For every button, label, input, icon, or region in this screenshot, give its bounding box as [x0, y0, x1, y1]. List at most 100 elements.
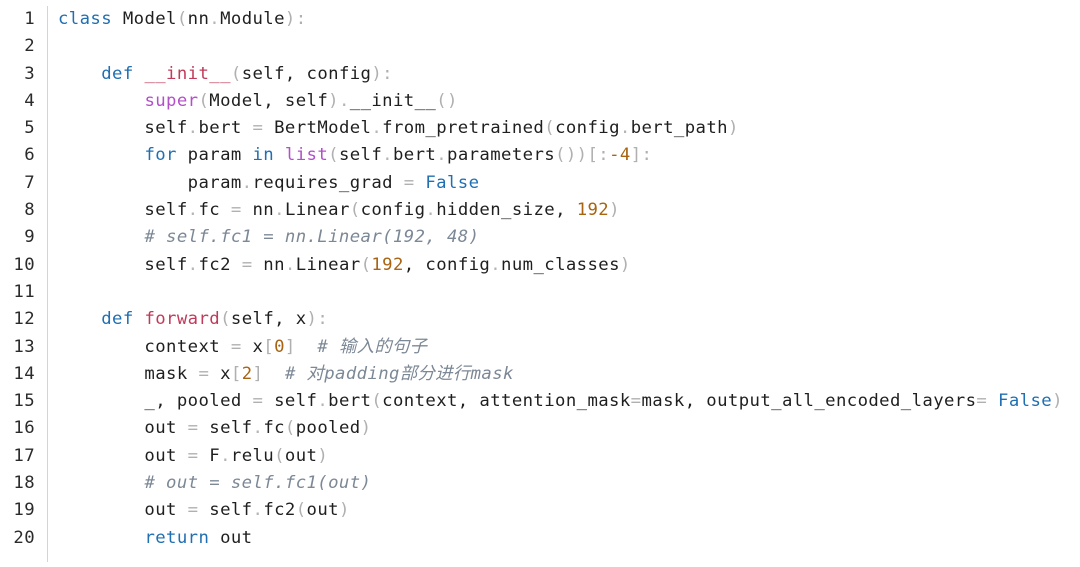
code-token: Module — [220, 9, 285, 29]
code-token: self — [338, 145, 383, 166]
code-token — [987, 391, 998, 411]
code-token: . — [436, 145, 448, 166]
code-token: () — [436, 90, 458, 111]
code-token — [58, 91, 144, 111]
code-token: return — [144, 527, 210, 548]
code-token: self — [58, 118, 188, 139]
code-token: nn — [187, 9, 210, 29]
code-token: . — [425, 200, 437, 221]
line-number: 19 — [13, 500, 35, 521]
code-line[interactable]: mask = x[2] # 对padding部分进行mask — [58, 361, 1080, 388]
code-line[interactable]: out = self.fc2(out) — [58, 497, 1080, 524]
code-token: ( — [274, 445, 285, 466]
code-token: ) — [328, 90, 339, 111]
code-token: . — [284, 254, 296, 275]
code-token: Linear — [284, 200, 350, 221]
code-token: # 对padding部分进行mask — [284, 363, 514, 384]
code-token: self — [58, 254, 188, 275]
code-token: . — [252, 500, 264, 521]
code-token: parameters — [447, 145, 556, 166]
code-token: ( — [349, 200, 361, 221]
code-token: context, attention_mask — [382, 391, 631, 412]
code-token: class — [58, 9, 113, 29]
code-token — [134, 309, 145, 329]
code-token: _, pooled — [58, 391, 253, 412]
code-line[interactable]: self.fc2 = nn.Linear(192, config.num_cla… — [58, 252, 1080, 279]
code-line[interactable]: def __init__(self, config): — [58, 61, 1080, 88]
code-token: bert — [328, 391, 372, 412]
code-token: . — [317, 391, 329, 412]
line-number: 13 — [13, 336, 35, 357]
code-token: Linear — [295, 254, 361, 275]
code-token: BertModel — [263, 118, 372, 139]
code-token: from_pretrained — [382, 118, 545, 139]
code-token: fc — [198, 200, 231, 221]
code-token: self, x — [230, 309, 307, 330]
code-token: -4 — [609, 145, 631, 166]
code-token: self — [58, 200, 188, 221]
code-token: hidden_size, — [436, 200, 577, 221]
code-token: # 输入的句子 — [317, 336, 428, 357]
code-token: = — [976, 391, 988, 412]
code-line[interactable]: param.requires_grad = False — [58, 170, 1080, 197]
code-token: in — [252, 145, 275, 166]
code-line[interactable]: super(Model, self).__init__() — [58, 88, 1080, 115]
code-token: 192 — [371, 254, 404, 275]
code-token: = — [187, 418, 199, 439]
code-line[interactable]: # self.fc1 = nn.Linear(192, 48) — [58, 224, 1080, 251]
code-line[interactable]: class Model(nn.Module): — [58, 6, 1080, 33]
code-token: . — [382, 145, 393, 166]
code-token: , config — [403, 254, 491, 275]
code-line[interactable]: out = self.fc(pooled) — [58, 415, 1080, 442]
code-line[interactable]: def forward(self, x): — [58, 306, 1080, 333]
code-token: = — [630, 391, 642, 412]
code-token: [ — [230, 363, 242, 384]
code-token: mask — [58, 363, 199, 384]
code-line[interactable] — [58, 279, 1080, 306]
code-token: ( — [284, 418, 296, 439]
code-token: ): — [284, 9, 307, 29]
line-number: 17 — [13, 445, 35, 466]
code-token: out — [58, 500, 188, 521]
code-token: . — [220, 445, 231, 466]
code-line[interactable] — [58, 33, 1080, 60]
code-token: fc2 — [198, 254, 242, 275]
code-token: relu — [230, 445, 275, 466]
code-line[interactable]: return out — [58, 525, 1080, 552]
code-line[interactable]: for param in list(self.bert.parameters()… — [58, 142, 1080, 169]
code-token: nn — [241, 200, 275, 221]
code-line[interactable]: out = F.relu(out) — [58, 443, 1080, 470]
code-line[interactable]: # out = self.fc1(out) — [58, 470, 1080, 497]
line-number: 20 — [13, 527, 35, 548]
code-line[interactable]: _, pooled = self.bert(context, attention… — [58, 388, 1080, 415]
code-area[interactable]: class Model(nn.Module): def __init__(sel… — [48, 6, 1080, 562]
line-number: 1 — [24, 9, 35, 29]
code-token: ( — [230, 63, 242, 84]
code-token: ) — [1052, 391, 1063, 412]
code-token — [296, 337, 318, 357]
code-token: ): — [371, 63, 393, 84]
code-token: ) — [317, 445, 329, 466]
code-line[interactable]: self.fc = nn.Linear(config.hidden_size, … — [58, 197, 1080, 224]
code-line[interactable]: self.bert = BertModel.from_pretrained(co… — [58, 115, 1080, 142]
code-token: = — [403, 172, 415, 193]
code-token: x — [241, 336, 264, 357]
code-token: Model, self — [209, 90, 329, 111]
code-token: ( — [176, 9, 188, 29]
code-line[interactable]: context = x[0] # 输入的句子 — [58, 334, 1080, 361]
code-token: 0 — [274, 336, 285, 357]
code-token: . — [371, 118, 383, 139]
code-token: ( — [328, 145, 339, 166]
code-token: . — [274, 200, 285, 221]
code-token: # out = self.fc1(out) — [144, 473, 372, 494]
line-number: 15 — [13, 391, 35, 412]
code-token: . — [490, 254, 502, 275]
line-number: 14 — [13, 363, 35, 384]
code-token: out — [306, 500, 339, 521]
code-token: self — [198, 418, 253, 439]
line-number: 11 — [13, 281, 35, 302]
code-token: . — [619, 118, 631, 139]
line-number: 12 — [13, 309, 35, 330]
code-token — [58, 528, 144, 548]
